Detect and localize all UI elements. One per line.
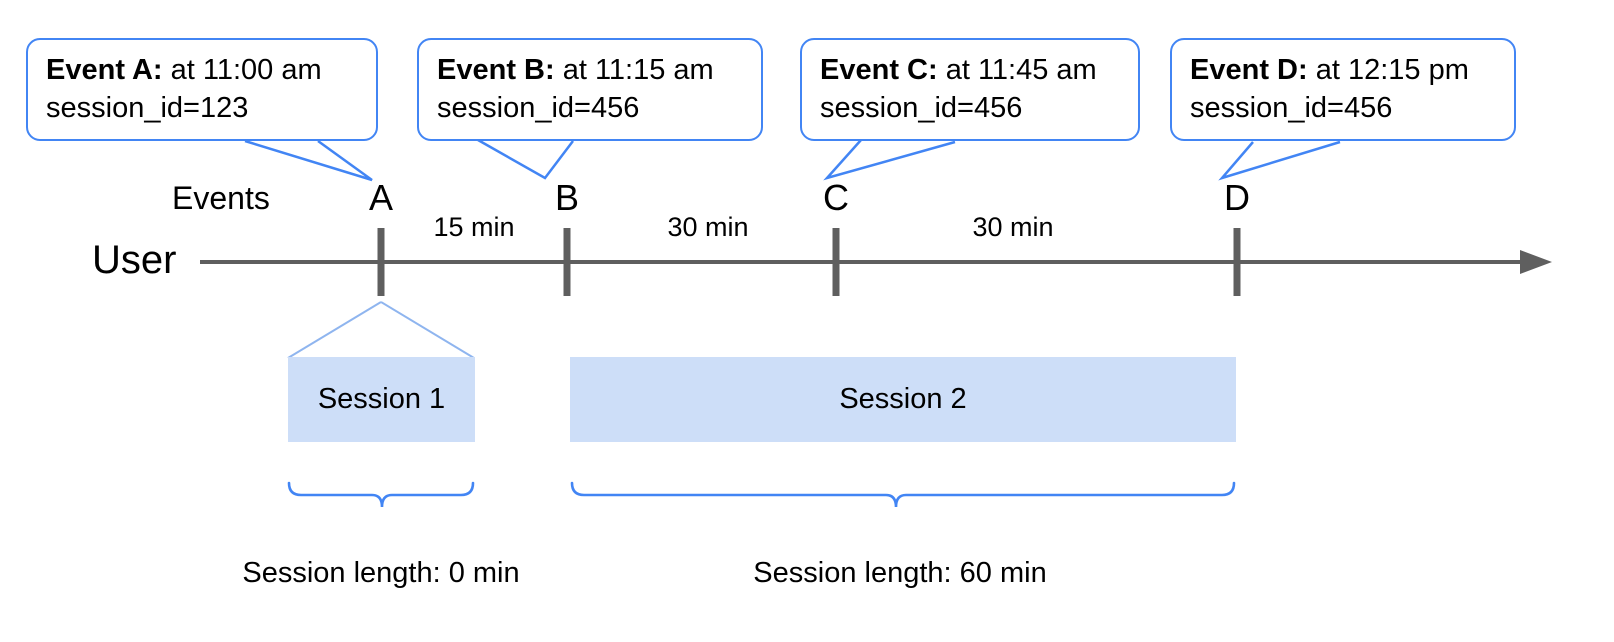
callout-tail-c [823, 139, 956, 181]
session-length-braces [287, 481, 1236, 508]
callout-a-session: session_id=123 [46, 91, 249, 124]
session-1-length-label: Session length: 0 min [242, 557, 520, 589]
callout-a-time: at 11:00 am [162, 54, 322, 86]
callout-c-time: at 11:45 am [937, 54, 1097, 86]
session-bar-2[interactable]: Session 2 [570, 357, 1236, 442]
callout-b-title: Event B: [437, 54, 555, 86]
callout-event-a[interactable]: Event A: at 11:00 am session_id=123 [26, 38, 378, 142]
callout-b-session: session_id=456 [437, 91, 640, 124]
session-bar-2-label: Session 2 [839, 383, 967, 415]
callout-tail-d [1218, 140, 1341, 181]
callout-c-title: Event C: [820, 54, 938, 86]
callout-d-title: Event D: [1190, 54, 1308, 86]
callout-tails [244, 138, 1341, 182]
gap-label-b-c: 30 min [667, 212, 749, 242]
session-bar-1[interactable]: Session 1 [288, 357, 475, 442]
event-letter-d: D [1224, 177, 1250, 218]
gap-label-c-d: 30 min [972, 212, 1054, 242]
callout-b-time: at 11:15 am [554, 54, 714, 86]
session1-funnel [287, 301, 475, 359]
callout-tail-a [244, 139, 373, 182]
callout-event-d[interactable]: Event D: at 12:15 pm session_id=456 [1170, 38, 1516, 142]
session-bar-1-label: Session 1 [317, 383, 446, 415]
event-letter-c: C [823, 177, 849, 218]
callout-event-c[interactable]: Event C: at 11:45 am session_id=456 [800, 38, 1140, 142]
callout-d-time: at 12:15 pm [1307, 54, 1469, 86]
callout-tail-b [477, 138, 574, 180]
timeline-axis [200, 250, 1552, 274]
event-letter-b: B [554, 177, 580, 218]
callout-event-b[interactable]: Event B: at 11:15 am session_id=456 [417, 38, 763, 142]
session-2-length-label: Session length: 60 min [753, 557, 1047, 589]
callout-c-session: session_id=456 [820, 91, 1023, 124]
events-row-label: Events [172, 180, 270, 216]
user-row-label: User [92, 238, 177, 282]
gap-label-a-b: 15 min [433, 212, 515, 242]
brace-session-1 [287, 481, 475, 508]
callout-d-session: session_id=456 [1190, 91, 1393, 124]
event-tick-marks [377, 228, 1241, 296]
brace-session-2 [570, 481, 1236, 508]
callout-a-title: Event A: [46, 54, 163, 86]
event-letter-a: A [368, 177, 394, 218]
